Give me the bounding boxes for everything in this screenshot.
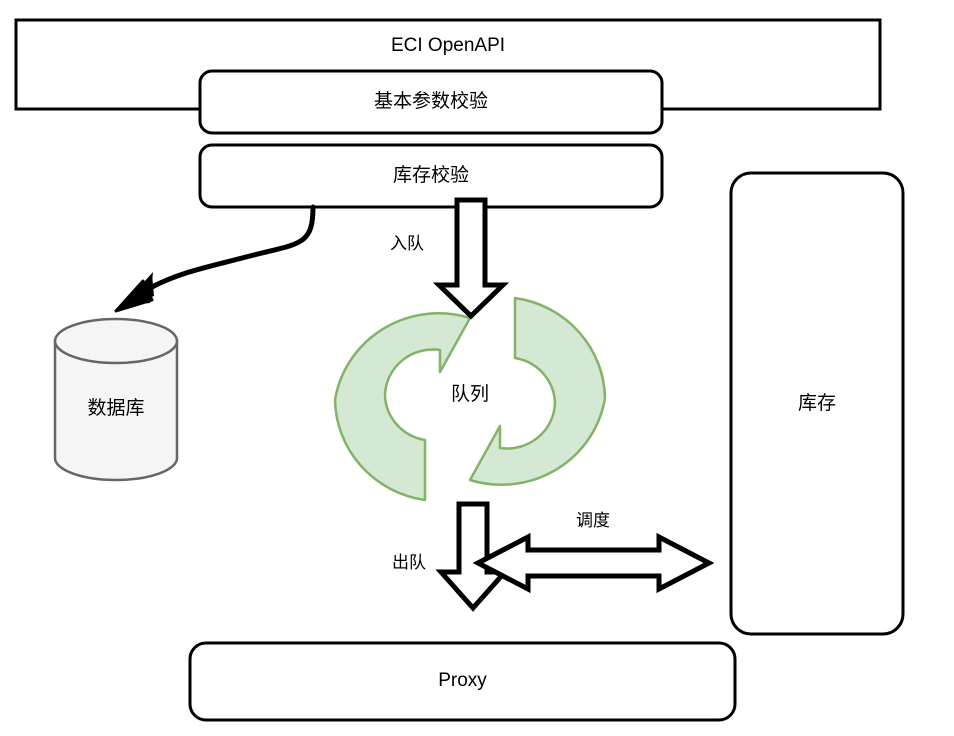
node-stock-check-shape [198, 143, 664, 209]
edge-schedule-arrow [472, 532, 715, 594]
edge-dequeue-arrow [435, 501, 511, 612]
node-database-shape [53, 317, 179, 482]
edge-persist-arrow [114, 204, 316, 313]
node-stock-shape [729, 171, 905, 636]
edge-enqueue-arrow [432, 197, 510, 320]
node-queue-shape [333, 296, 607, 502]
node-param-check-shape [198, 69, 664, 135]
node-proxy-shape [188, 641, 737, 722]
